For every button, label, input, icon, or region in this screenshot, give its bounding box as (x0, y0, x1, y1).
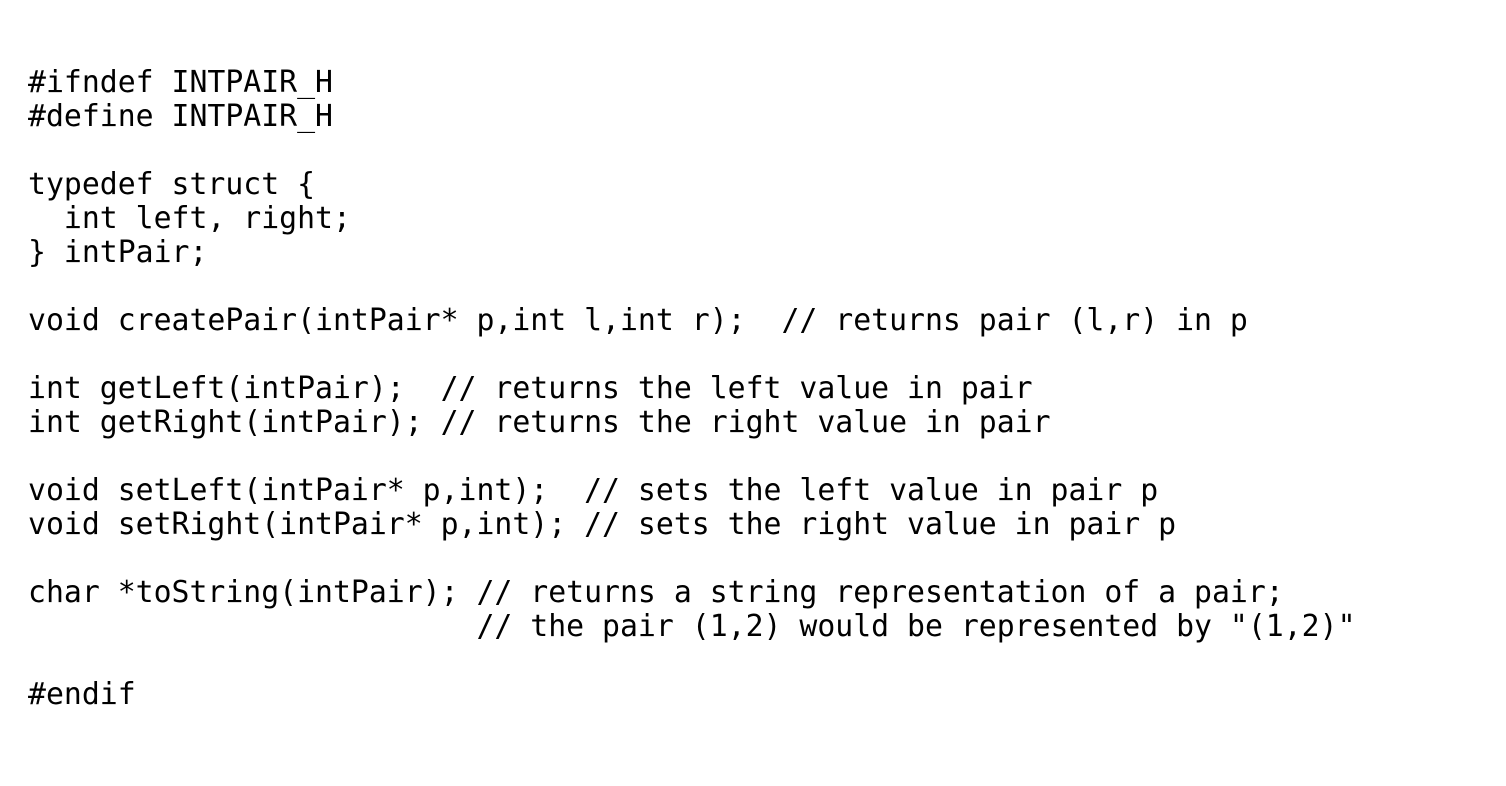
header-file-source-code: #ifndef INTPAIR_H #define INTPAIR_H type… (28, 65, 1356, 712)
